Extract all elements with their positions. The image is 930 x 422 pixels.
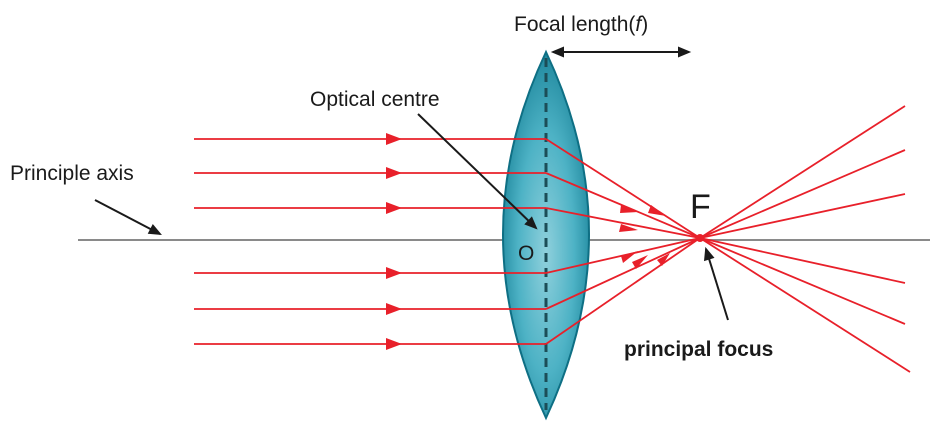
ray-arrowhead (386, 267, 402, 279)
principle-axis-label: Principle axis (10, 162, 134, 185)
diverging-ray-4 (700, 194, 905, 238)
diverging-ray-3 (700, 238, 905, 283)
ray-arrowhead (386, 167, 402, 179)
optical-centre-label: Optical centre (310, 88, 440, 111)
diverging-ray-2 (700, 238, 905, 324)
focus-letter-label: F (690, 188, 711, 226)
principal-focus-pointer-arrow (706, 249, 728, 320)
focus-point (696, 234, 704, 242)
ray-arrowhead (620, 205, 638, 213)
ray-arrowhead (386, 338, 402, 350)
ray-arrowhead (648, 205, 666, 216)
principal-focus-label: principal focus (624, 338, 773, 361)
ray-arrowhead (632, 255, 648, 269)
optical-centre-letter: O (518, 242, 534, 265)
incoming-rays (194, 139, 546, 344)
principle-axis-pointer-arrow (95, 200, 160, 234)
focal-length-label-prefix: Focal length( (514, 13, 635, 36)
diverging-ray-6 (700, 106, 905, 238)
focal-length-label: Focal length(f) (514, 13, 648, 36)
ray-arrowhead (386, 133, 402, 145)
ray-arrowhead (386, 202, 402, 214)
focal-length-label-suffix: ) (641, 13, 648, 36)
incoming-ray-arrowheads (386, 133, 402, 350)
ray-arrowhead (386, 303, 402, 315)
diverging-ray-5 (700, 150, 905, 238)
